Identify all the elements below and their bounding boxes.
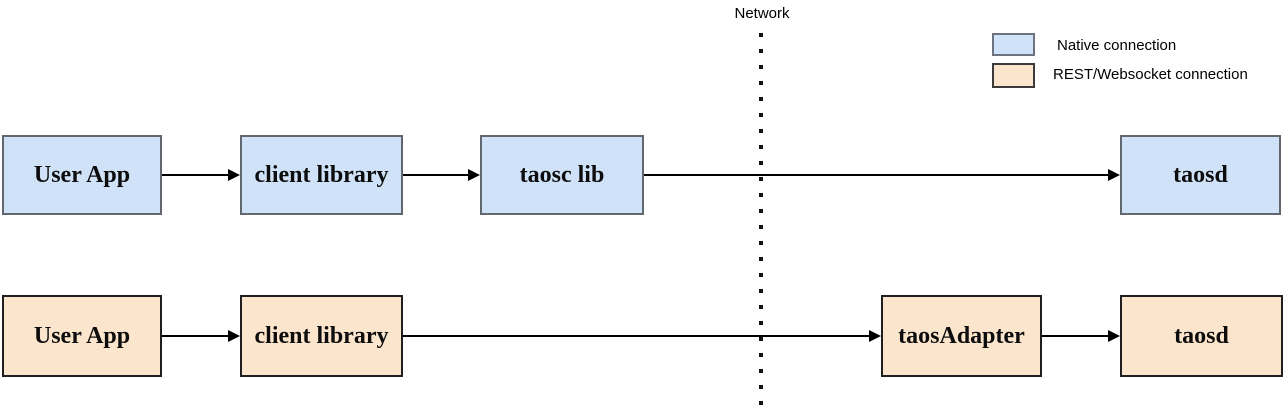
arrow-user-app-to-client-library-native [162, 169, 240, 181]
node-taosc-lib: taosc lib [480, 135, 644, 215]
arrow-client-library-to-taosadapter [403, 330, 881, 342]
arrow-client-library-to-taosc-lib [403, 169, 480, 181]
node-client-library-rest: client library [240, 295, 403, 377]
arrow-taosc-lib-to-taosd [644, 169, 1120, 181]
arrow-shaft [644, 174, 1111, 176]
node-client-library-native: client library [240, 135, 403, 215]
arrow-shaft [162, 335, 231, 337]
arrow-head [1108, 169, 1120, 181]
legend-swatch-native [992, 33, 1035, 56]
legend-swatch-rest-websocket [992, 63, 1035, 88]
node-taosd-rest: taosd [1120, 295, 1283, 377]
legend-label-rest-websocket: REST/Websocket connection [1053, 66, 1248, 83]
arrow-shaft [403, 174, 471, 176]
arrow-shaft [162, 174, 231, 176]
arrow-taosadapter-to-taosd [1042, 330, 1120, 342]
node-user-app-native: User App [2, 135, 162, 215]
node-user-app-rest: User App [2, 295, 162, 377]
arrow-head [468, 169, 480, 181]
network-label: Network [734, 5, 790, 22]
node-taosadapter: taosAdapter [881, 295, 1042, 377]
arrow-head [228, 330, 240, 342]
arrow-head [869, 330, 881, 342]
arrow-head [228, 169, 240, 181]
arrow-shaft [403, 335, 872, 337]
arrow-shaft [1042, 335, 1111, 337]
legend-label-native: Native connection [1057, 37, 1177, 54]
arrow-head [1108, 330, 1120, 342]
arrow-user-app-to-client-library-rest [162, 330, 240, 342]
node-taosd-native: taosd [1120, 135, 1281, 215]
network-divider-dotted-line [759, 33, 763, 407]
